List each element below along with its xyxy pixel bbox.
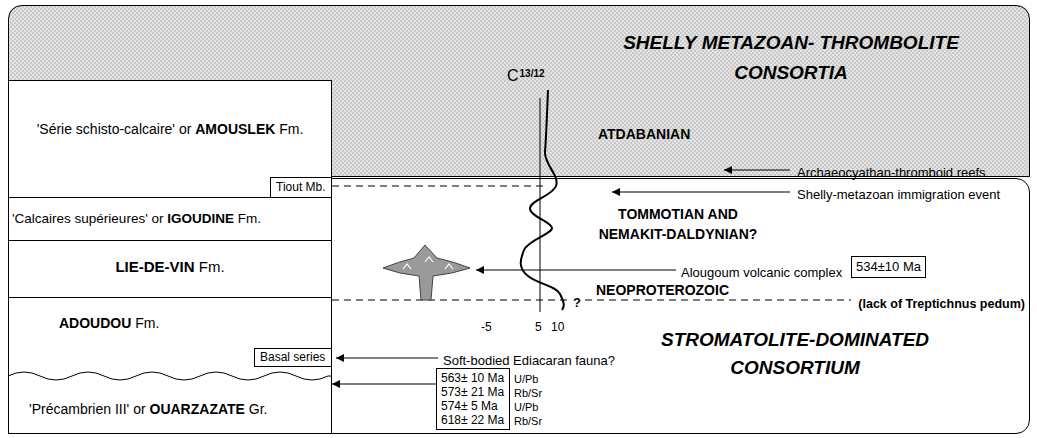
- axis-tick: 5: [535, 320, 542, 334]
- boundary-dash: [332, 300, 567, 301]
- label-anchor: U/Pb: [514, 368, 538, 387]
- text-run: Tiout Mb.: [276, 180, 326, 194]
- label-anchor: -5: [481, 316, 492, 335]
- formation-name: 'Série schisto-calcaire' or AMOUSLEK Fm.: [37, 121, 304, 138]
- axis-tick: 10: [551, 320, 564, 334]
- event-note: Shelly-metazoan immigration event: [797, 187, 1000, 202]
- date-box: 563± 10 Ma573± 21 Ma574± 5 Ma618± 22 Ma: [436, 368, 510, 430]
- leader-arrow: [336, 357, 438, 358]
- era-name: NEOPROTEROZOIC: [596, 282, 729, 298]
- event-note: Archaeocyathan-thromboid reefs: [797, 165, 986, 180]
- ichnofossil-note: (lack of Treptichnus pedum): [857, 297, 1026, 311]
- label-anchor: 13/12: [520, 62, 545, 81]
- text-run: 'Série schisto-calcaire' or: [37, 121, 196, 137]
- member-name: Basal series: [260, 350, 325, 365]
- formation-box: 'Série schisto-calcaire' or AMOUSLEK Fm.…: [8, 80, 332, 198]
- text-run: IGOUDINE: [167, 211, 234, 226]
- label-anchor: TOMMOTIAN AND NEMAKIT-DALDYNIAN?: [588, 204, 768, 244]
- date-value: 618± 22 Ma: [441, 413, 504, 427]
- label-anchor: ?: [572, 292, 582, 311]
- formation-name: ADOUDOU Fm.: [59, 315, 159, 332]
- text-run: 563± 10 Ma: [441, 371, 504, 385]
- stage-name: TOMMOTIAN AND NEMAKIT-DALDYNIAN?: [599, 206, 758, 242]
- text-run: ADOUDOU: [59, 315, 131, 331]
- boundary-dash: [332, 186, 548, 187]
- formation-box: 'Calcaires supérieures' or IGOUDINE Fm.: [8, 197, 332, 241]
- axis-superscript: 13/12: [520, 68, 545, 79]
- member-box: Basal series: [254, 348, 332, 367]
- leader-arrow: [476, 269, 676, 270]
- method-tag: U/Pb: [514, 373, 538, 385]
- date-value: 573± 21 Ma: [441, 385, 504, 399]
- member-box: Tiout Mb.: [270, 177, 332, 198]
- method-tag: Rb/Sr: [514, 415, 542, 427]
- label-anchor: (lack of Treptichnus pedum): [857, 293, 1026, 312]
- label-anchor: 10: [551, 316, 564, 335]
- text-run: 534±10 Ma: [856, 259, 921, 274]
- text-run: Fm.: [275, 121, 303, 137]
- label-anchor: Rb/Sr: [514, 410, 542, 429]
- boundary-dash: [585, 300, 851, 301]
- label-anchor: C: [507, 66, 519, 85]
- label-anchor: Shelly-metazoan immigration event: [797, 184, 1000, 203]
- date-value: 563± 10 Ma: [441, 371, 504, 385]
- text-run: Fm.: [131, 315, 159, 331]
- leader-arrow: [612, 191, 790, 192]
- text-run: Fm.: [234, 211, 261, 226]
- text-run: LIE-DE-VIN: [115, 258, 194, 275]
- label-anchor: NEOPROTEROZOIC: [596, 280, 729, 299]
- member-name: Tiout Mb.: [276, 180, 326, 195]
- label-anchor: Rb/Sr: [514, 382, 542, 401]
- label-anchor: ATDABANIAN: [598, 124, 690, 143]
- date-value: 574± 5 Ma: [441, 399, 498, 413]
- volcanic-symbol: [403, 257, 453, 269]
- formation-name: 'Précambrien III' or OUARZAZATE Gr.: [29, 401, 267, 418]
- text-run: AMOUSLEK: [195, 121, 275, 137]
- text-run: 'Calcaires supérieures' or: [12, 211, 167, 226]
- event-note: Soft-bodied Ediacaran fauna?: [443, 353, 615, 368]
- label-anchor: U/Pb: [514, 396, 538, 415]
- formation-name: LIE-DE-VIN Fm.: [115, 258, 224, 276]
- axis-tick: -5: [481, 320, 492, 334]
- method-tag: U/Pb: [514, 401, 538, 413]
- age-box: 534±10 Ma: [851, 256, 926, 278]
- age-value: 534±10 Ma: [856, 259, 921, 275]
- formation-box: 'Précambrien III' or OUARZAZATE Gr.: [8, 374, 332, 434]
- connector-arrow: [332, 383, 436, 384]
- label-anchor: Archaeocyathan-thromboid reefs: [797, 162, 986, 181]
- text-run: 'Précambrien III' or: [29, 401, 150, 417]
- method-tag: Rb/Sr: [514, 387, 542, 399]
- axis-symbol: C: [507, 67, 519, 84]
- text-run: STROMATOLITE-DOMINATED CONSORTIUM: [661, 329, 929, 378]
- band-heading: STROMATOLITE-DOMINATED CONSORTIUM: [615, 326, 975, 382]
- text-run: 574± 5 Ma: [441, 399, 498, 413]
- band-heading: SHELLY METAZOAN- THROMBOLITE CONSORTIA: [581, 28, 1001, 88]
- text-run: 573± 21 Ma: [441, 385, 504, 399]
- label-anchor: Soft-bodied Ediacaran fauna?: [443, 350, 615, 369]
- label-anchor: Alougoum volcanic complex: [681, 262, 842, 281]
- formation-box: LIE-DE-VIN Fm.: [8, 240, 332, 298]
- text-run: 618± 22 Ma: [441, 413, 504, 427]
- text-run: Basal series: [260, 350, 325, 364]
- formation-box: ADOUDOU Fm. Basal series: [8, 297, 332, 377]
- formation-name: 'Calcaires supérieures' or IGOUDINE Fm.: [12, 210, 261, 227]
- isotope-axis: [540, 98, 541, 312]
- text-run: SHELLY METAZOAN- THROMBOLITE CONSORTIA: [623, 32, 959, 83]
- volcanic-body: [383, 245, 470, 300]
- query-mark: ?: [572, 295, 582, 310]
- isotope-curve: [521, 90, 564, 310]
- text-run: Gr.: [245, 401, 268, 417]
- event-note: Alougoum volcanic complex: [681, 265, 842, 280]
- label-anchor: 5: [535, 316, 542, 335]
- stage-name: ATDABANIAN: [598, 126, 690, 142]
- text-run: OUARZAZATE: [150, 401, 245, 417]
- leader-arrow: [724, 169, 790, 170]
- text-run: Fm.: [195, 258, 225, 275]
